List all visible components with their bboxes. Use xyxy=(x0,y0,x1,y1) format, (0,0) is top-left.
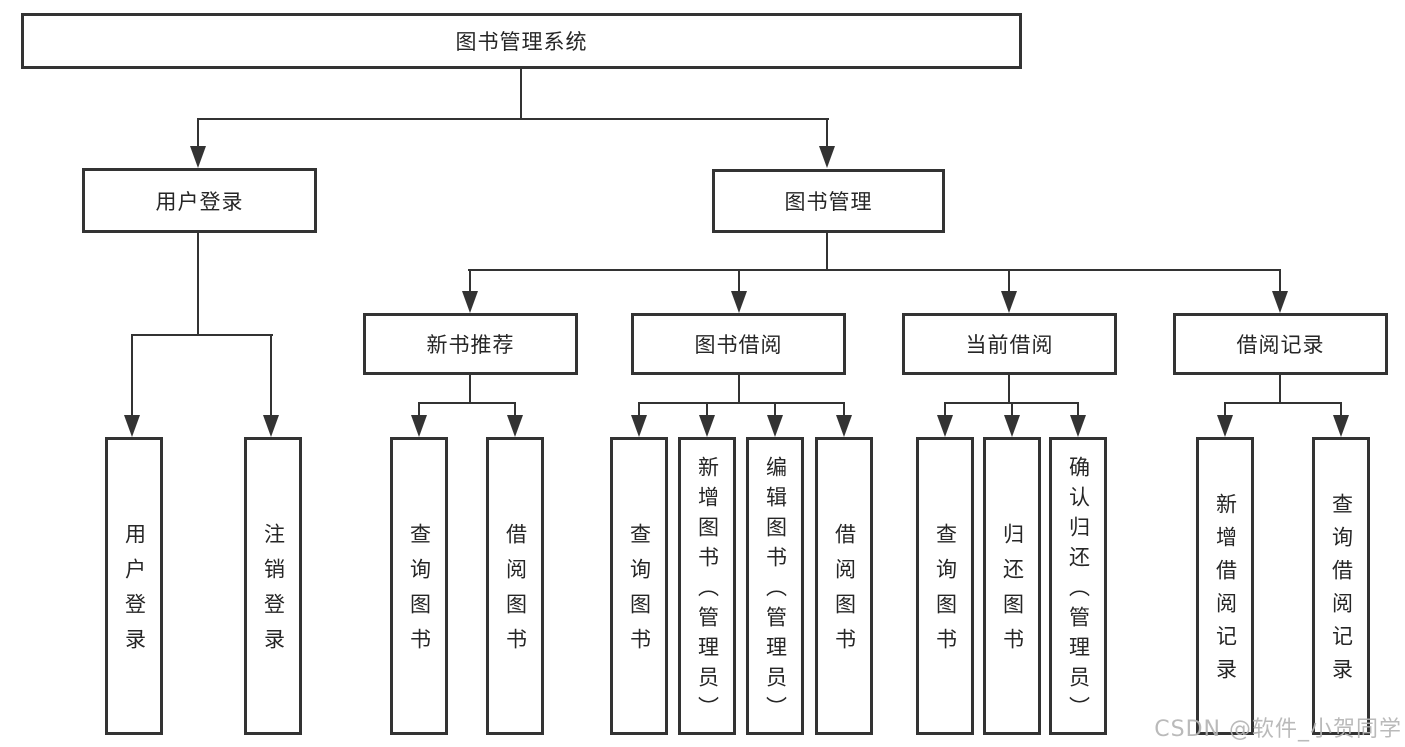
node-label: 当前借阅 xyxy=(965,333,1054,357)
leaf-add-book-admin: 新增图书（管理员） xyxy=(678,437,736,735)
node-label: 用户登录 xyxy=(122,523,147,663)
arrow-down-icon xyxy=(1001,291,1017,313)
conn-bookmgmt-arm2-stem xyxy=(738,269,740,293)
conn-bookmgmt-arm4-stem xyxy=(1279,269,1281,293)
node-book-management: 图书管理 xyxy=(712,169,945,233)
node-label: 用户登录 xyxy=(155,189,244,214)
arrow-down-icon xyxy=(731,291,747,313)
leaf-query-borrow-record: 查询借阅记录 xyxy=(1312,437,1370,735)
arrow-down-icon xyxy=(1004,415,1020,437)
conn-borrow-leaf2-stem xyxy=(706,402,708,417)
leaf-borrow-borrow-books: 借阅图书 xyxy=(815,437,873,735)
leaf-edit-book-admin: 编辑图书（管理员） xyxy=(746,437,804,735)
node-label: 查询图书 xyxy=(407,523,432,663)
conn-records-hbar xyxy=(1224,402,1342,404)
conn-records-stem xyxy=(1279,375,1281,404)
node-label: 归还图书 xyxy=(1000,523,1025,663)
conn-userlogin-stem xyxy=(197,233,199,336)
conn-borrow-leaf4-stem xyxy=(843,402,845,417)
conn-borrow-hbar xyxy=(638,402,845,404)
arrow-down-icon xyxy=(1070,415,1086,437)
node-label: 注销登录 xyxy=(261,523,286,663)
node-label: 新增借阅记录 xyxy=(1213,493,1238,691)
conn-newbook-leaf1-stem xyxy=(418,402,420,417)
leaf-add-borrow-record: 新增借阅记录 xyxy=(1196,437,1254,735)
leaf-user-login: 用户登录 xyxy=(105,437,163,735)
conn-bookmgmt-arm1-stem xyxy=(469,269,471,293)
node-label: 图书管理系统 xyxy=(455,30,588,54)
arrow-down-icon xyxy=(1217,415,1233,437)
conn-root-hbar xyxy=(197,118,829,120)
node-borrow-records: 借阅记录 xyxy=(1173,313,1388,375)
node-label: 确认归还（管理员） xyxy=(1066,455,1091,726)
conn-root-stem xyxy=(520,69,522,120)
node-book-borrow: 图书借阅 xyxy=(631,313,846,375)
conn-records-leaf2-stem xyxy=(1340,402,1342,417)
leaf-newbook-borrow-books: 借阅图书 xyxy=(486,437,544,735)
node-label: 查询图书 xyxy=(933,523,958,663)
leaf-borrow-query-books: 查询图书 xyxy=(610,437,668,735)
node-current-borrow: 当前借阅 xyxy=(902,313,1117,375)
arrow-down-icon xyxy=(462,291,478,313)
arrow-down-icon xyxy=(190,146,206,168)
arrow-down-icon xyxy=(411,415,427,437)
node-label: 查询借阅记录 xyxy=(1329,493,1354,691)
conn-current-stem xyxy=(1008,375,1010,404)
arrow-down-icon xyxy=(1333,415,1349,437)
node-label: 借阅图书 xyxy=(832,523,857,663)
node-label: 编辑图书（管理员） xyxy=(763,455,788,726)
leaf-current-query-books: 查询图书 xyxy=(916,437,974,735)
conn-borrow-leaf1-stem xyxy=(638,402,640,417)
conn-newbook-leaf2-stem xyxy=(514,402,516,417)
node-label: 图书管理 xyxy=(784,190,873,214)
conn-current-leaf1-stem xyxy=(944,402,946,417)
node-label: 借阅记录 xyxy=(1236,333,1325,357)
arrow-down-icon xyxy=(507,415,523,437)
node-label: 新书推荐 xyxy=(426,333,515,357)
conn-userlogin-leaf1-stem xyxy=(131,334,133,417)
conn-newbook-stem xyxy=(469,375,471,404)
arrow-down-icon xyxy=(767,415,783,437)
arrow-down-icon xyxy=(263,415,279,437)
conn-bookmgmt-hbar xyxy=(468,269,1281,271)
leaf-confirm-return-admin: 确认归还（管理员） xyxy=(1049,437,1107,735)
arrow-down-icon xyxy=(631,415,647,437)
arrow-down-icon xyxy=(1272,291,1288,313)
arrow-down-icon xyxy=(836,415,852,437)
node-user-login: 用户登录 xyxy=(82,168,317,233)
conn-borrow-stem xyxy=(738,375,740,404)
node-label: 新增图书（管理员） xyxy=(695,455,720,726)
leaf-newbook-query-books: 查询图书 xyxy=(390,437,448,735)
node-label: 查询图书 xyxy=(627,523,652,663)
node-label: 借阅图书 xyxy=(503,523,528,663)
watermark: CSDN @软件_小贺同学 xyxy=(1154,717,1402,742)
node-new-book-recommend: 新书推荐 xyxy=(363,313,578,375)
conn-root-left-stem xyxy=(197,118,199,150)
arrow-down-icon xyxy=(819,146,835,168)
conn-userlogin-hbar xyxy=(132,334,273,336)
conn-userlogin-leaf2-stem xyxy=(270,334,272,417)
leaf-logout: 注销登录 xyxy=(244,437,302,735)
conn-bookmgmt-stem xyxy=(826,233,828,271)
conn-records-leaf1-stem xyxy=(1224,402,1226,417)
conn-root-right-stem xyxy=(826,118,828,150)
conn-newbook-hbar xyxy=(418,402,516,404)
conn-borrow-leaf3-stem xyxy=(774,402,776,417)
arrow-down-icon xyxy=(699,415,715,437)
arrow-down-icon xyxy=(124,415,140,437)
conn-current-leaf3-stem xyxy=(1077,402,1079,417)
node-label: 图书借阅 xyxy=(694,333,783,357)
conn-current-leaf2-stem xyxy=(1011,402,1013,417)
leaf-return-books: 归还图书 xyxy=(983,437,1041,735)
conn-bookmgmt-arm3-stem xyxy=(1008,269,1010,293)
node-root: 图书管理系统 xyxy=(21,13,1022,69)
arrow-down-icon xyxy=(937,415,953,437)
